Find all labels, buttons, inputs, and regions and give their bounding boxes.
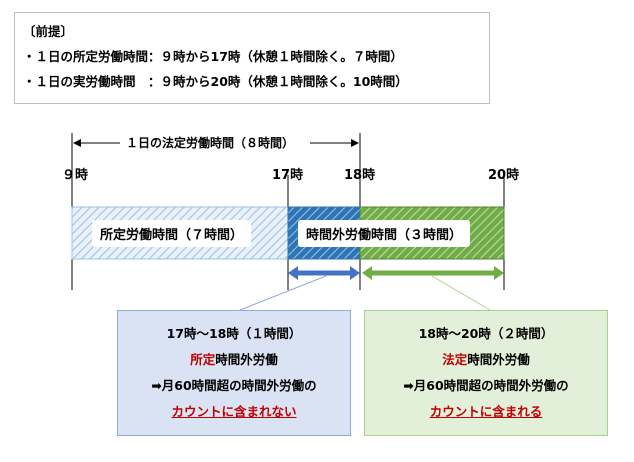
scheduled-hours-label: 所定労働時間（７時間） — [92, 220, 252, 247]
premise-line-scheduled: ・１日の所定労働時間：９時から17時（休憩１時間除く。７時間） — [23, 49, 403, 64]
overtime-hours-label: 時間外労働時間（３時間） — [298, 220, 471, 247]
callout-right-type-highlight: 法定 — [442, 352, 468, 367]
premise-heading: 〔前提〕 — [23, 24, 74, 39]
legal-hours-label: １日の法定労働時間（８時間） — [126, 136, 295, 150]
range-arrow-green — [362, 266, 504, 280]
tick-label-20: 20時 — [488, 168, 520, 183]
tick-label-9: ９時 — [62, 168, 89, 183]
callout-left-range: 17時〜18時（１時間） — [166, 326, 302, 341]
callout-right-type: 法定時間外労働 — [365, 347, 607, 373]
callout-right-conclusion: カウントに含まれる — [429, 404, 543, 419]
callout-left-type: 所定時間外労働 — [118, 347, 350, 373]
connector-left — [239, 275, 327, 311]
range-arrow-blue — [288, 266, 360, 280]
tick-label-17: 17時 — [272, 168, 304, 183]
callout-left-type-highlight: 所定 — [190, 352, 216, 367]
callout-left-conclusion: カウントに含まれない — [171, 404, 297, 419]
callout-legal-overtime: 18時〜20時（２時間） 法定時間外労働 ➡月60時間超の時間外労働の カウント… — [364, 310, 608, 436]
callout-right-range: 18時〜20時（２時間） — [418, 326, 554, 341]
callout-right-note: ➡月60時間超の時間外労働の — [403, 378, 569, 393]
callout-right-type-rest: 時間外労働 — [467, 352, 530, 367]
premise-box: 〔前提〕 ・１日の所定労働時間：９時から17時（休憩１時間除く。７時間） ・１日… — [14, 12, 490, 104]
callout-scheduled-overtime: 17時〜18時（１時間） 所定時間外労働 ➡月60時間超の時間外労働の カウント… — [117, 310, 351, 436]
callout-left-type-rest: 時間外労働 — [215, 352, 278, 367]
connector-right — [431, 275, 491, 311]
tick-label-18: 18時 — [344, 168, 376, 183]
callout-left-note: ➡月60時間超の時間外労働の — [151, 378, 317, 393]
premise-line-actual: ・１日の実労働時間 ：９時から20時（休憩１時間除く。10時間） — [23, 74, 408, 89]
